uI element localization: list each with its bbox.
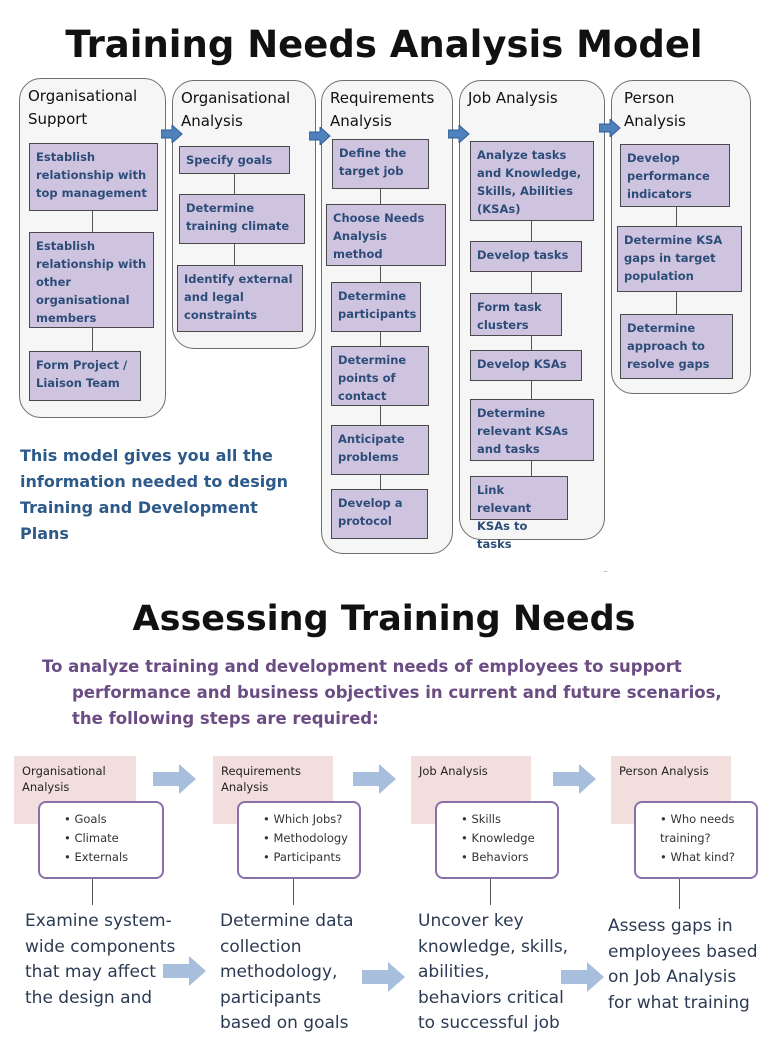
phase-bullets: Goals Climate Externals <box>38 801 164 879</box>
bullet-item: Climate <box>64 829 158 848</box>
connector-line <box>380 266 381 282</box>
column-title: Requirements Analysis <box>330 89 435 130</box>
bullet-item: What kind? <box>660 848 752 867</box>
connector-line <box>92 328 93 351</box>
phase-description: Uncover key knowledge, skills, abilities… <box>418 911 569 1033</box>
step-box: Develop a protocol <box>331 489 428 539</box>
phase-bullets: Who needs training? What kind? <box>634 801 758 879</box>
model-note: This model gives you all the information… <box>20 446 289 543</box>
step-box: Analyze tasks and Knowledge, Skills, Abi… <box>470 141 594 221</box>
bullet-item: Knowledge <box>461 829 553 848</box>
bullet-item: Which Jobs? <box>263 810 355 829</box>
step-box: Form task clusters <box>470 293 562 336</box>
connector-line <box>293 879 294 905</box>
phase-description: Assess gaps in employees based on Job An… <box>608 916 758 1013</box>
connector-line <box>679 879 680 909</box>
step-box: Determine participants <box>331 282 421 332</box>
arrow-right-icon <box>163 956 206 986</box>
intro-text: To analyze training and development need… <box>28 654 748 732</box>
column-title: Job Analysis <box>468 89 558 107</box>
arrow-right-icon <box>553 764 596 794</box>
connector-line <box>92 211 93 232</box>
step-box: Establish relationship with other organi… <box>29 232 154 328</box>
arrow-right-icon <box>353 764 396 794</box>
connector-line <box>676 292 677 314</box>
arrow-right-icon <box>599 119 621 137</box>
step-box: Determine KSA gaps in target population <box>617 226 742 292</box>
phase-bullets: Skills Knowledge Behaviors <box>435 801 559 879</box>
bullet-item: Skills <box>461 810 553 829</box>
page-title: Training Needs Analysis Model <box>65 23 703 66</box>
section-title: Assessing Training Needs <box>132 599 636 639</box>
arrow-right-icon <box>161 125 183 143</box>
intro-line: the following steps are required: <box>72 709 379 728</box>
arrow-right-icon <box>448 125 470 143</box>
step-box: Develop performance indicators <box>620 144 730 207</box>
bullet-item: Participants <box>263 848 355 867</box>
phase-description: Examine system-wide components that may … <box>25 911 176 1008</box>
connector-line <box>531 272 532 293</box>
connector-line <box>92 879 93 905</box>
connector-line <box>676 207 677 226</box>
bullet-item: Who needs training? <box>660 810 752 848</box>
column-title: Person Analysis <box>624 89 686 130</box>
connector-line <box>380 332 381 346</box>
bullet-item: Methodology <box>263 829 355 848</box>
connector-line <box>531 461 532 476</box>
phase-bullets: Which Jobs? Methodology Participants <box>237 801 361 879</box>
connector-line <box>380 475 381 489</box>
step-box: Specify goals <box>179 146 290 174</box>
phase-description: Determine data collection methodology, p… <box>220 911 354 1033</box>
connector-line <box>234 244 235 265</box>
bullet-item: Behaviors <box>461 848 553 867</box>
column-title: Organisational Support <box>28 87 138 128</box>
step-box: Choose Needs Analysis method <box>326 204 446 266</box>
stray-mark <box>604 571 607 572</box>
column-title: Organisational Analysis <box>181 89 291 130</box>
step-box: Link relevant KSAs to tasks <box>470 476 568 551</box>
connector-line <box>531 381 532 399</box>
connector-line <box>234 174 235 194</box>
connector-line <box>531 221 532 241</box>
bullet-item: Goals <box>64 810 158 829</box>
step-box: Anticipate problems <box>331 425 429 475</box>
step-box: Determine approach to resolve gaps <box>620 314 733 379</box>
step-box: Develop tasks <box>470 241 582 272</box>
step-box: Establish relationship with top manageme… <box>29 143 158 211</box>
step-box: Define the target job <box>332 139 429 189</box>
connector-line <box>490 879 491 905</box>
arrow-right-icon <box>561 962 604 992</box>
connector-line <box>531 336 532 350</box>
step-box: Determine training climate <box>179 194 305 244</box>
step-box: Identify external and legal constraints <box>177 265 303 332</box>
connector-line <box>380 406 381 425</box>
step-box: Form Project / Liaison Team <box>29 351 141 401</box>
bullet-item: Externals <box>64 848 158 867</box>
step-box: Determine relevant KSAs and tasks <box>470 399 594 461</box>
arrow-right-icon <box>153 764 196 794</box>
arrow-right-icon <box>362 962 405 992</box>
step-box: Develop KSAs <box>470 350 582 381</box>
intro-line: To analyze training and development need… <box>42 657 682 676</box>
intro-line: performance and business objectives in c… <box>72 683 722 702</box>
arrow-right-icon <box>309 127 331 145</box>
step-box: Determine points of contact <box>331 346 429 406</box>
connector-line <box>380 189 381 204</box>
